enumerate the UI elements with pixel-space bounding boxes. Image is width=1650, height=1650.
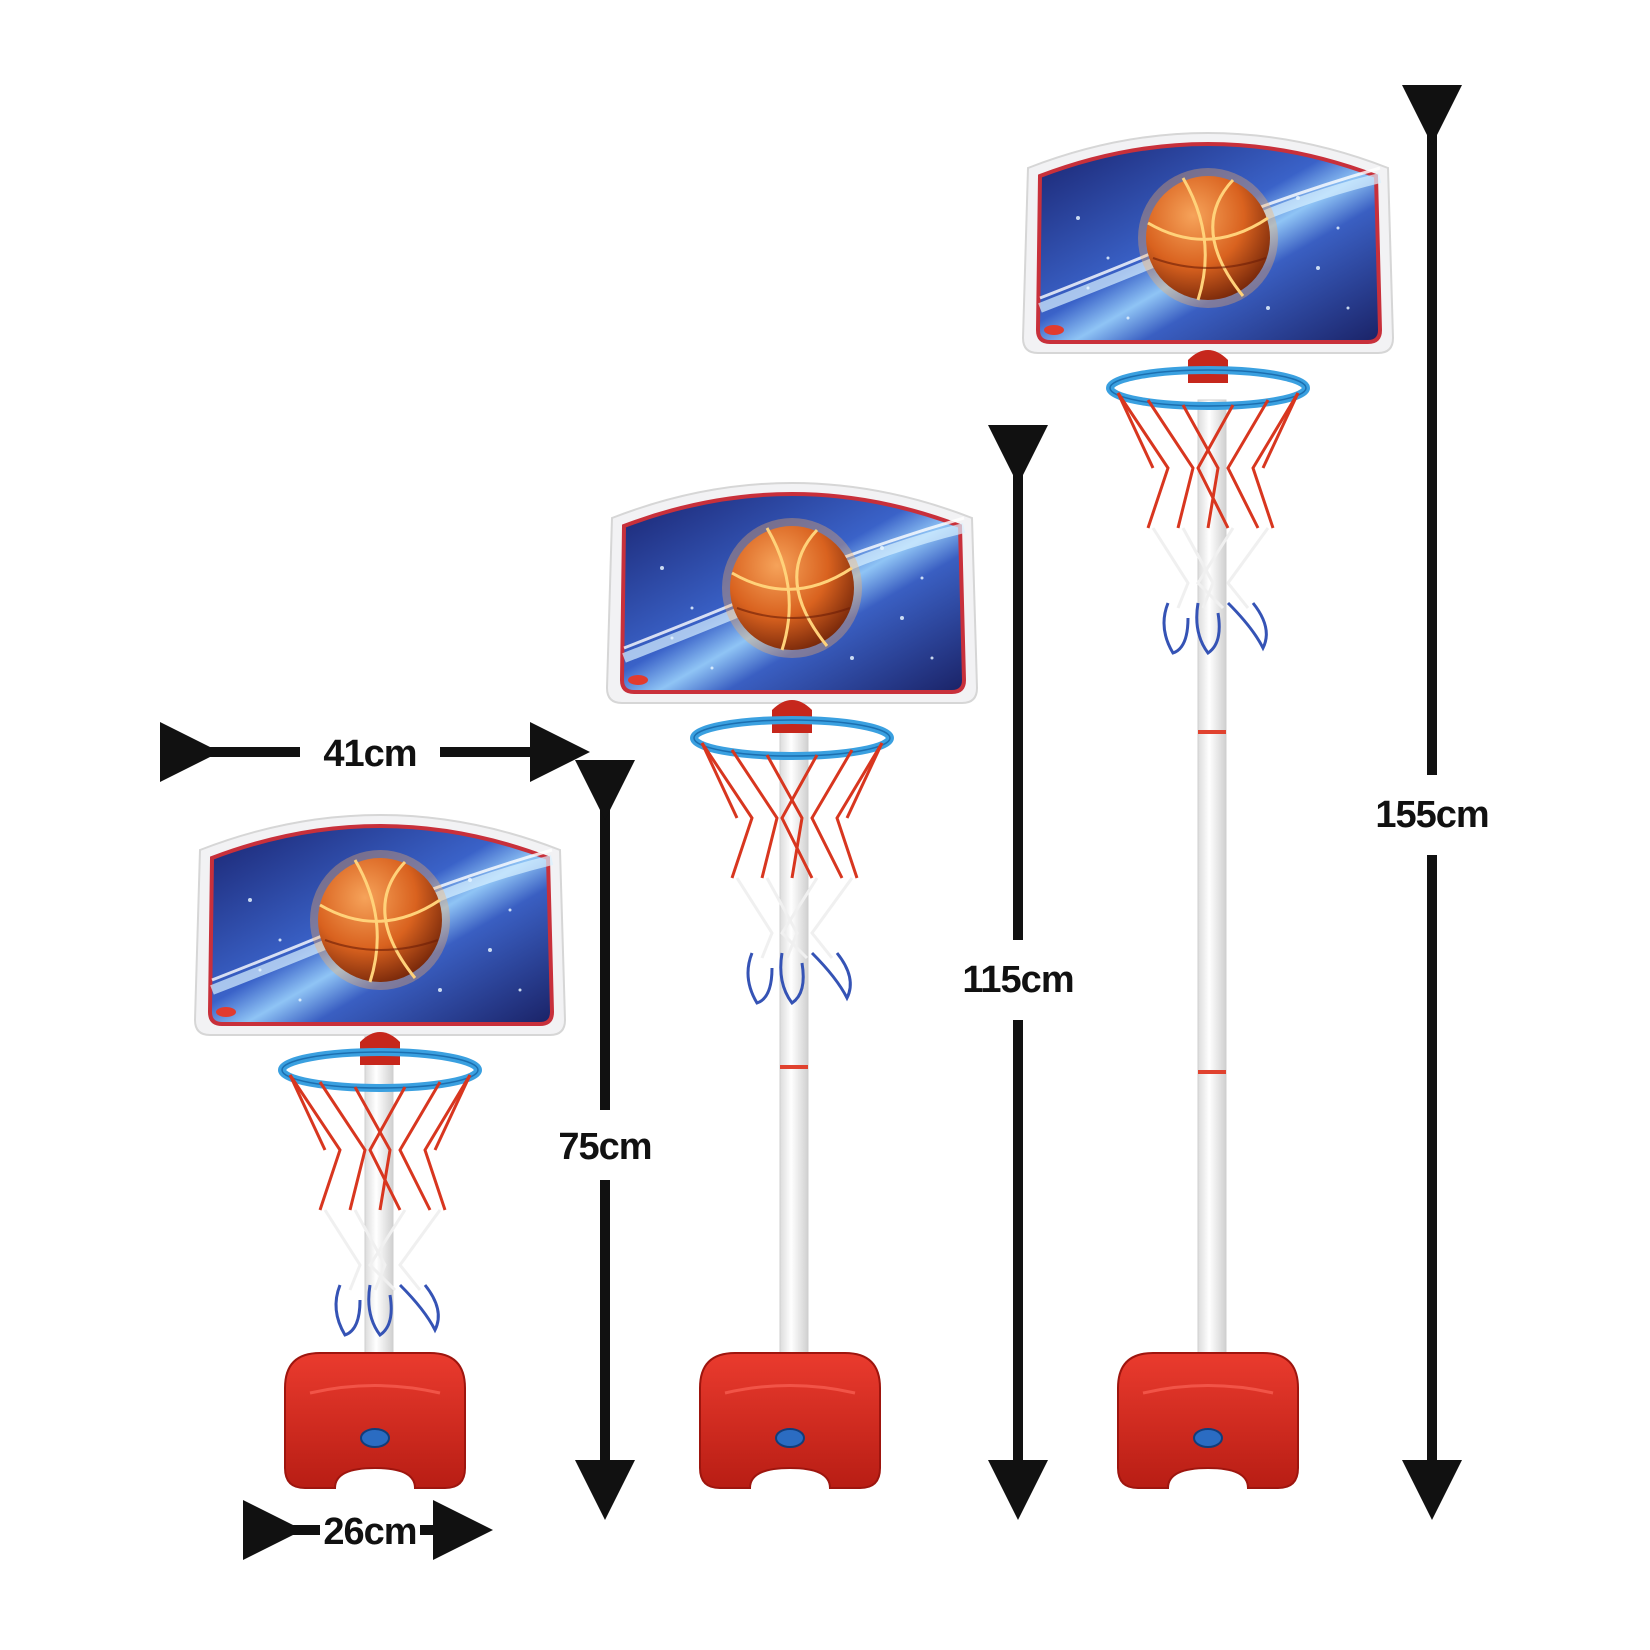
height-dimension-75: 75cm <box>558 760 653 1520</box>
hoop-medium <box>607 483 977 1490</box>
base-width-label: 26cm <box>323 1511 416 1553</box>
height-label-155: 155cm <box>1375 794 1488 836</box>
height-label-115: 115cm <box>962 959 1073 1001</box>
base-medium <box>698 1351 882 1490</box>
base-large <box>1116 1351 1300 1490</box>
height-label-75: 75cm <box>558 1126 651 1168</box>
width-label: 41cm <box>323 733 416 775</box>
backboard-large <box>1023 133 1393 653</box>
height-dimension-115: 115cm <box>962 425 1075 1520</box>
hoop-large <box>1023 133 1393 1490</box>
base-small <box>283 1351 467 1490</box>
hoop-small <box>195 815 565 1490</box>
height-dimension-155: 155cm <box>1375 85 1490 1520</box>
width-dimension: 41cm <box>160 722 590 782</box>
base-width-dimension: 26cm <box>243 1500 493 1560</box>
